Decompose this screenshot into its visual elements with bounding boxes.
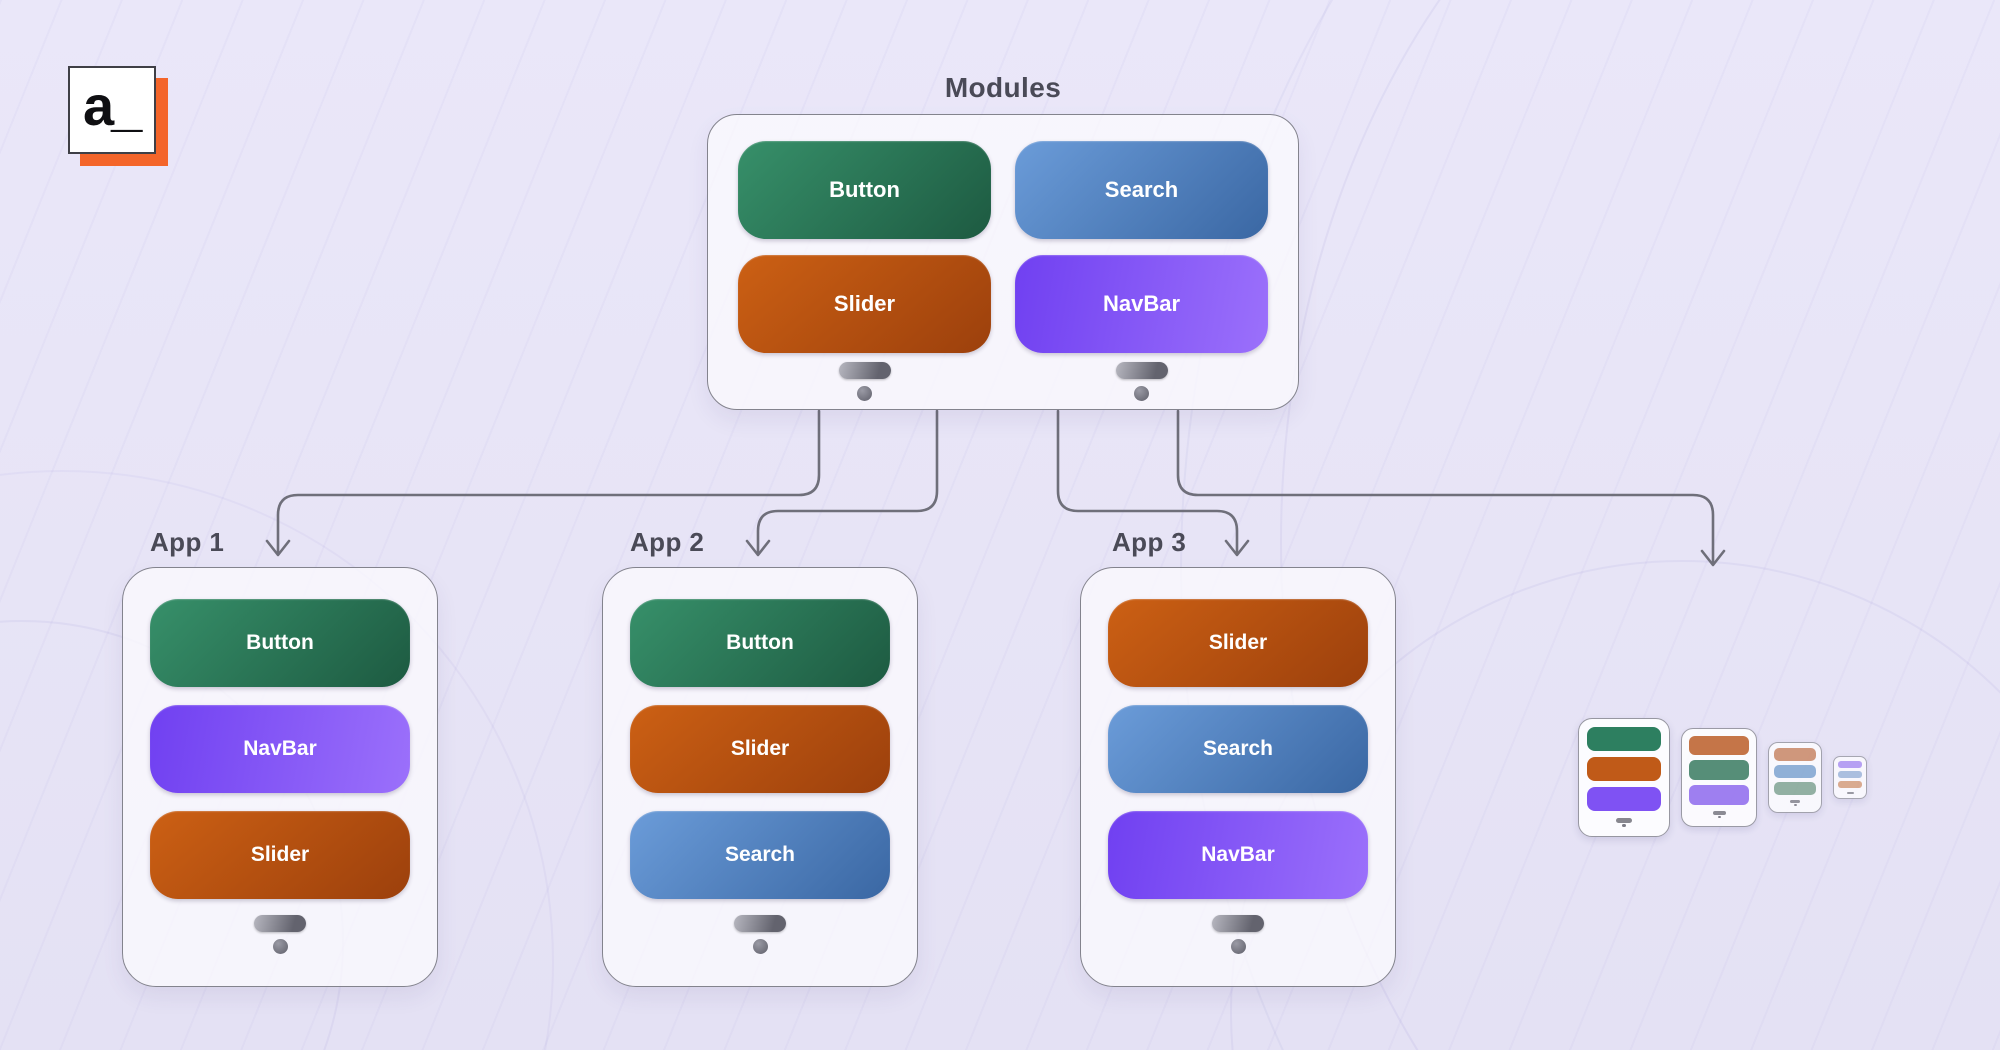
app3-pill-search: Search xyxy=(1108,705,1368,793)
speaker-dot-icon xyxy=(1622,823,1626,828)
mini-app-3 xyxy=(1768,741,1822,813)
mini-app-2 xyxy=(1681,727,1757,827)
speaker-pill-icon xyxy=(1212,915,1264,932)
connector-arrow-mini xyxy=(1176,409,1715,565)
mini-pill xyxy=(1587,786,1661,812)
app1-pill-slider: Slider xyxy=(150,811,410,899)
mini-app-4 xyxy=(1833,755,1867,799)
module-pill-button: Button xyxy=(738,141,991,239)
speaker-pill-icon xyxy=(1712,810,1726,815)
module-pill-navbar: NavBar xyxy=(1015,255,1268,353)
mini-pill xyxy=(1689,760,1749,781)
mini-pill xyxy=(1689,785,1749,805)
mini-pill xyxy=(1838,780,1862,788)
background-contour xyxy=(1180,0,2000,1050)
connector-arrow-app3 xyxy=(1056,409,1239,555)
mini-pill xyxy=(1774,747,1816,761)
modules-panel: Button Search Slider NavBar xyxy=(707,114,1299,410)
speaker-pill-icon xyxy=(1115,362,1168,379)
speaker-indicator-icon xyxy=(838,362,891,401)
speaker-dot-icon xyxy=(1793,803,1797,807)
logo-mark: a_ xyxy=(68,66,156,154)
mini-pill xyxy=(1689,735,1749,756)
mini-pill xyxy=(1838,760,1862,768)
mini-app-1 xyxy=(1578,717,1670,837)
arrowhead-app1 xyxy=(265,539,291,557)
mini-pill xyxy=(1587,726,1661,751)
connector-arrow-app1 xyxy=(276,409,821,555)
speaker-dot-icon xyxy=(1717,815,1721,819)
speaker-indicator-icon xyxy=(1108,915,1368,954)
speaker-pill-icon xyxy=(838,362,891,379)
speaker-pill-icon xyxy=(734,915,786,932)
speaker-indicator-icon xyxy=(1115,362,1168,401)
speaker-dot-icon xyxy=(752,939,768,954)
speaker-dot-icon xyxy=(272,939,288,954)
mini-pill xyxy=(1838,770,1862,778)
app3-title: App 3 xyxy=(1112,527,1187,557)
appsmith-logo: a_ xyxy=(68,66,170,168)
module-pill-slider: Slider xyxy=(738,255,991,353)
app1-panel: Button NavBar Slider xyxy=(122,567,438,987)
speaker-pill-icon xyxy=(1846,791,1854,794)
app2-panel: Button Slider Search xyxy=(602,567,918,987)
speaker-dot-icon xyxy=(857,386,872,401)
app3-pill-slider: Slider xyxy=(1108,599,1368,687)
mini-pill xyxy=(1774,781,1816,796)
arrowhead-mini xyxy=(1700,549,1726,567)
mini-pill xyxy=(1587,756,1661,781)
speaker-dot-icon xyxy=(1134,386,1149,401)
app3-panel: Slider Search NavBar xyxy=(1080,567,1396,987)
arrowhead-app3 xyxy=(1224,539,1250,557)
speaker-pill-icon xyxy=(254,915,306,932)
app2-pill-slider: Slider xyxy=(630,705,890,793)
speaker-pill-icon xyxy=(1616,818,1632,823)
mini-pill xyxy=(1774,764,1816,778)
app2-pill-button: Button xyxy=(630,599,890,687)
mini-apps-cluster xyxy=(1578,712,1867,842)
app3-pill-navbar: NavBar xyxy=(1108,811,1368,899)
speaker-pill-icon xyxy=(1790,800,1800,803)
app2-pill-search: Search xyxy=(630,811,890,899)
speaker-indicator-icon xyxy=(150,915,410,954)
module-pill-search: Search xyxy=(1015,141,1268,239)
speaker-dot-icon xyxy=(1230,939,1246,954)
connector-arrow-app2 xyxy=(756,409,939,555)
app2-title: App 2 xyxy=(630,527,705,557)
speaker-indicator-icon xyxy=(630,915,890,954)
app1-pill-navbar: NavBar xyxy=(150,705,410,793)
app1-pill-button: Button xyxy=(150,599,410,687)
app1-title: App 1 xyxy=(150,527,225,557)
modules-title: Modules xyxy=(944,72,1062,103)
arrowhead-app2 xyxy=(745,539,771,557)
